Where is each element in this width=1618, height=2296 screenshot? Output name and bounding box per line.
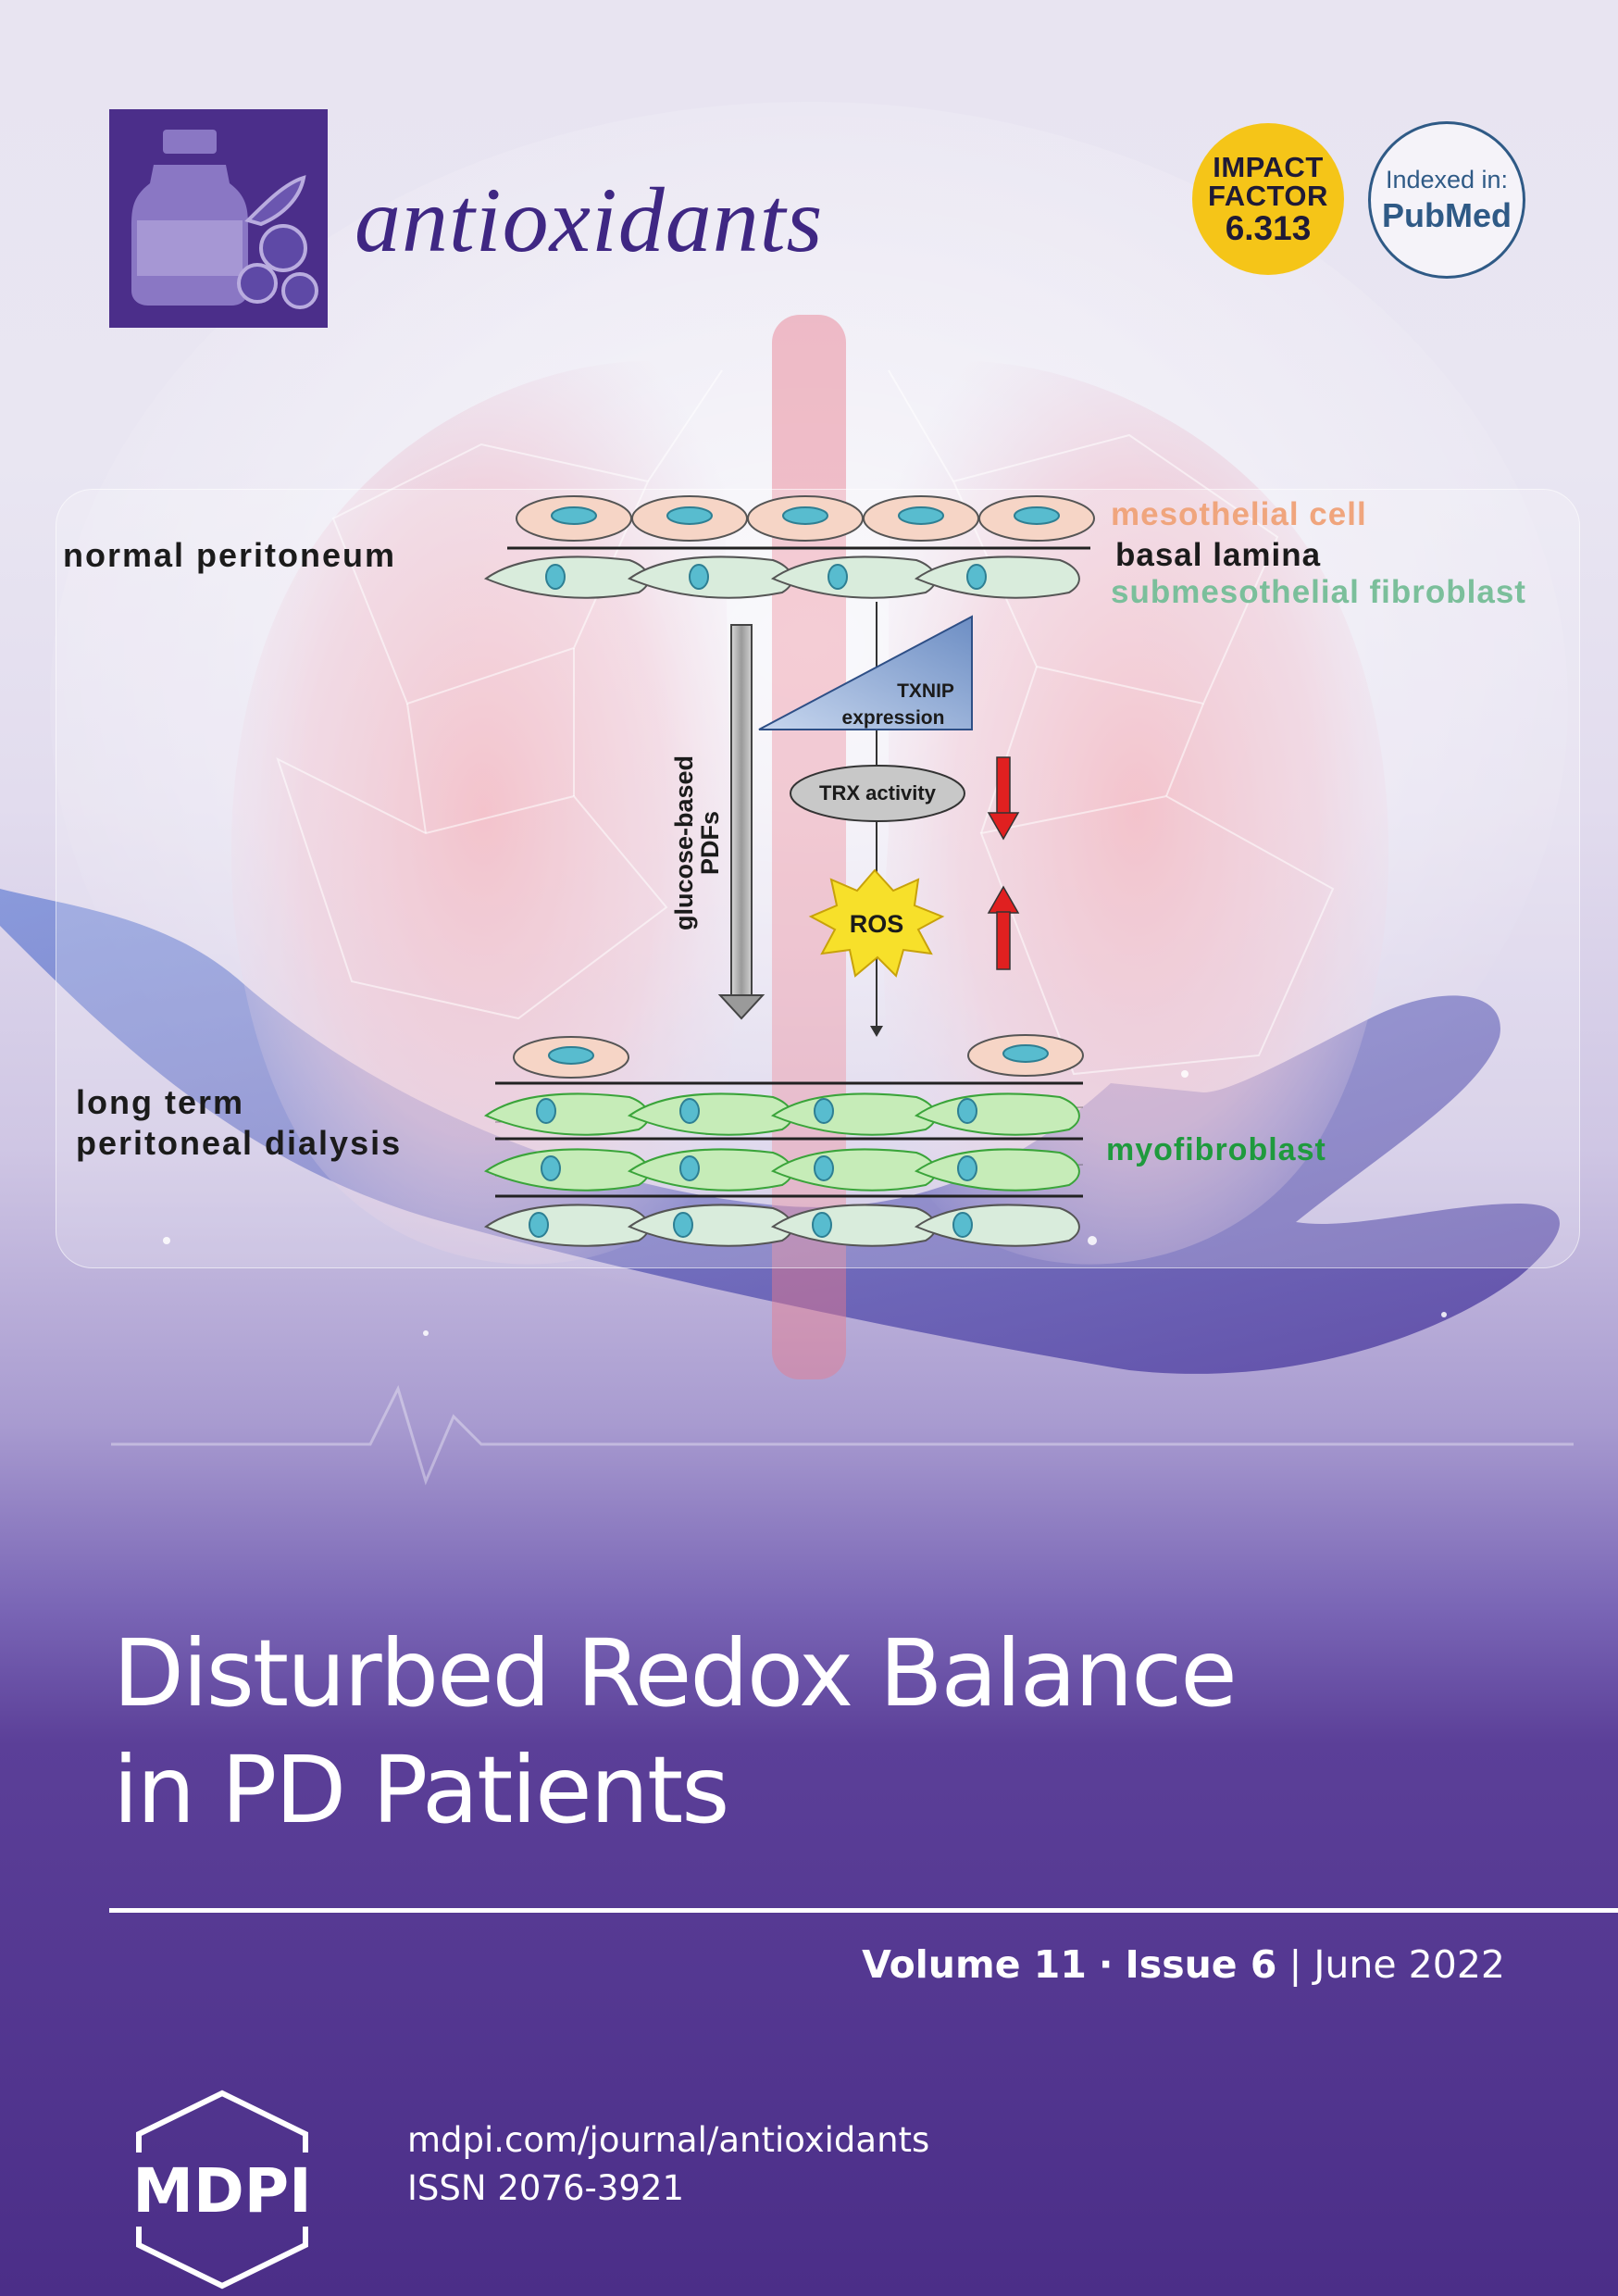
ros-label: ROS bbox=[849, 910, 904, 938]
mdpi-logo[interactable]: MDPI bbox=[111, 2088, 342, 2291]
glucose-pdf-arrow bbox=[717, 624, 765, 1020]
trx-activity-label: TRX activity bbox=[819, 781, 936, 805]
basal-lamina-label: basal lamina bbox=[1115, 537, 1322, 573]
fibroblasts-top bbox=[483, 555, 1080, 599]
mesothelial-cells-top bbox=[516, 495, 1095, 542]
myofibroblast-label: myofibroblast bbox=[1106, 1132, 1326, 1167]
volume-text: Volume 11 bbox=[862, 1942, 1087, 1987]
cover-title: Disturbed Redox Balance in PD Patients bbox=[113, 1616, 1501, 1849]
journal-url-link[interactable]: mdpi.com/journal/antioxidants bbox=[407, 2120, 930, 2160]
txnip-label: TXNIP bbox=[897, 680, 954, 702]
date-divider: | bbox=[1288, 1942, 1302, 1987]
up-arrow-icon bbox=[987, 885, 1020, 970]
mdpi-logo-text: MDPI bbox=[132, 2155, 311, 2227]
trx-ellipse bbox=[790, 765, 965, 822]
down-arrow-icon bbox=[987, 756, 1020, 841]
expression-label: expression bbox=[841, 707, 945, 729]
journal-logo[interactable] bbox=[109, 109, 328, 328]
issue-info: Volume 11 · Issue 6 | June 2022 bbox=[862, 1942, 1505, 1987]
pdfs-text: PDFs bbox=[696, 810, 725, 875]
journal-name: antioxidants bbox=[355, 168, 824, 271]
impact-line1: IMPACT bbox=[1213, 150, 1324, 183]
myofibroblasts bbox=[483, 1092, 1080, 1192]
issue-number-text: Issue 6 bbox=[1125, 1942, 1277, 1987]
title-divider bbox=[109, 1908, 1618, 1913]
pubmed-label: PubMed bbox=[1382, 195, 1512, 234]
normal-peritoneum-label: normal peritoneum bbox=[63, 536, 397, 574]
indexed-in-label: Indexed in: bbox=[1385, 165, 1509, 193]
impact-value: 6.313 bbox=[1225, 208, 1312, 247]
mesothelial-cell-label: mesothelial cell bbox=[1111, 496, 1367, 532]
mesothelial-cells-bottom bbox=[513, 1034, 1084, 1079]
issue-separator: · bbox=[1098, 1942, 1114, 1987]
berries-icon bbox=[237, 175, 318, 309]
impact-factor-badge: IMPACT FACTOR 6.313 bbox=[1192, 123, 1344, 275]
peritoneum-diagram bbox=[483, 495, 1095, 1247]
pubmed-badge[interactable]: Indexed in: PubMed bbox=[1368, 121, 1525, 279]
issue-date: June 2022 bbox=[1313, 1942, 1505, 1987]
mdpi-hexagon-icon: MDPI bbox=[132, 2090, 312, 2290]
bottle-icon bbox=[131, 130, 318, 309]
issn-text: ISSN 2076-3921 bbox=[407, 2168, 684, 2208]
submesothelial-fibroblast-label: submesothelial fibroblast bbox=[1111, 574, 1526, 610]
title-line2: in PD Patients bbox=[113, 1736, 729, 1844]
txnip-triangle bbox=[758, 615, 973, 730]
ros-burst-icon bbox=[808, 868, 945, 978]
title-line1: Disturbed Redox Balance bbox=[113, 1619, 1238, 1728]
long-term-label: long term bbox=[76, 1083, 245, 1121]
fibroblasts-bottom bbox=[483, 1204, 1080, 1247]
glucose-based-text: glucose-based bbox=[670, 755, 698, 930]
peritoneal-dialysis-label: peritoneal dialysis bbox=[76, 1124, 403, 1162]
impact-line2: FACTOR bbox=[1208, 180, 1328, 213]
